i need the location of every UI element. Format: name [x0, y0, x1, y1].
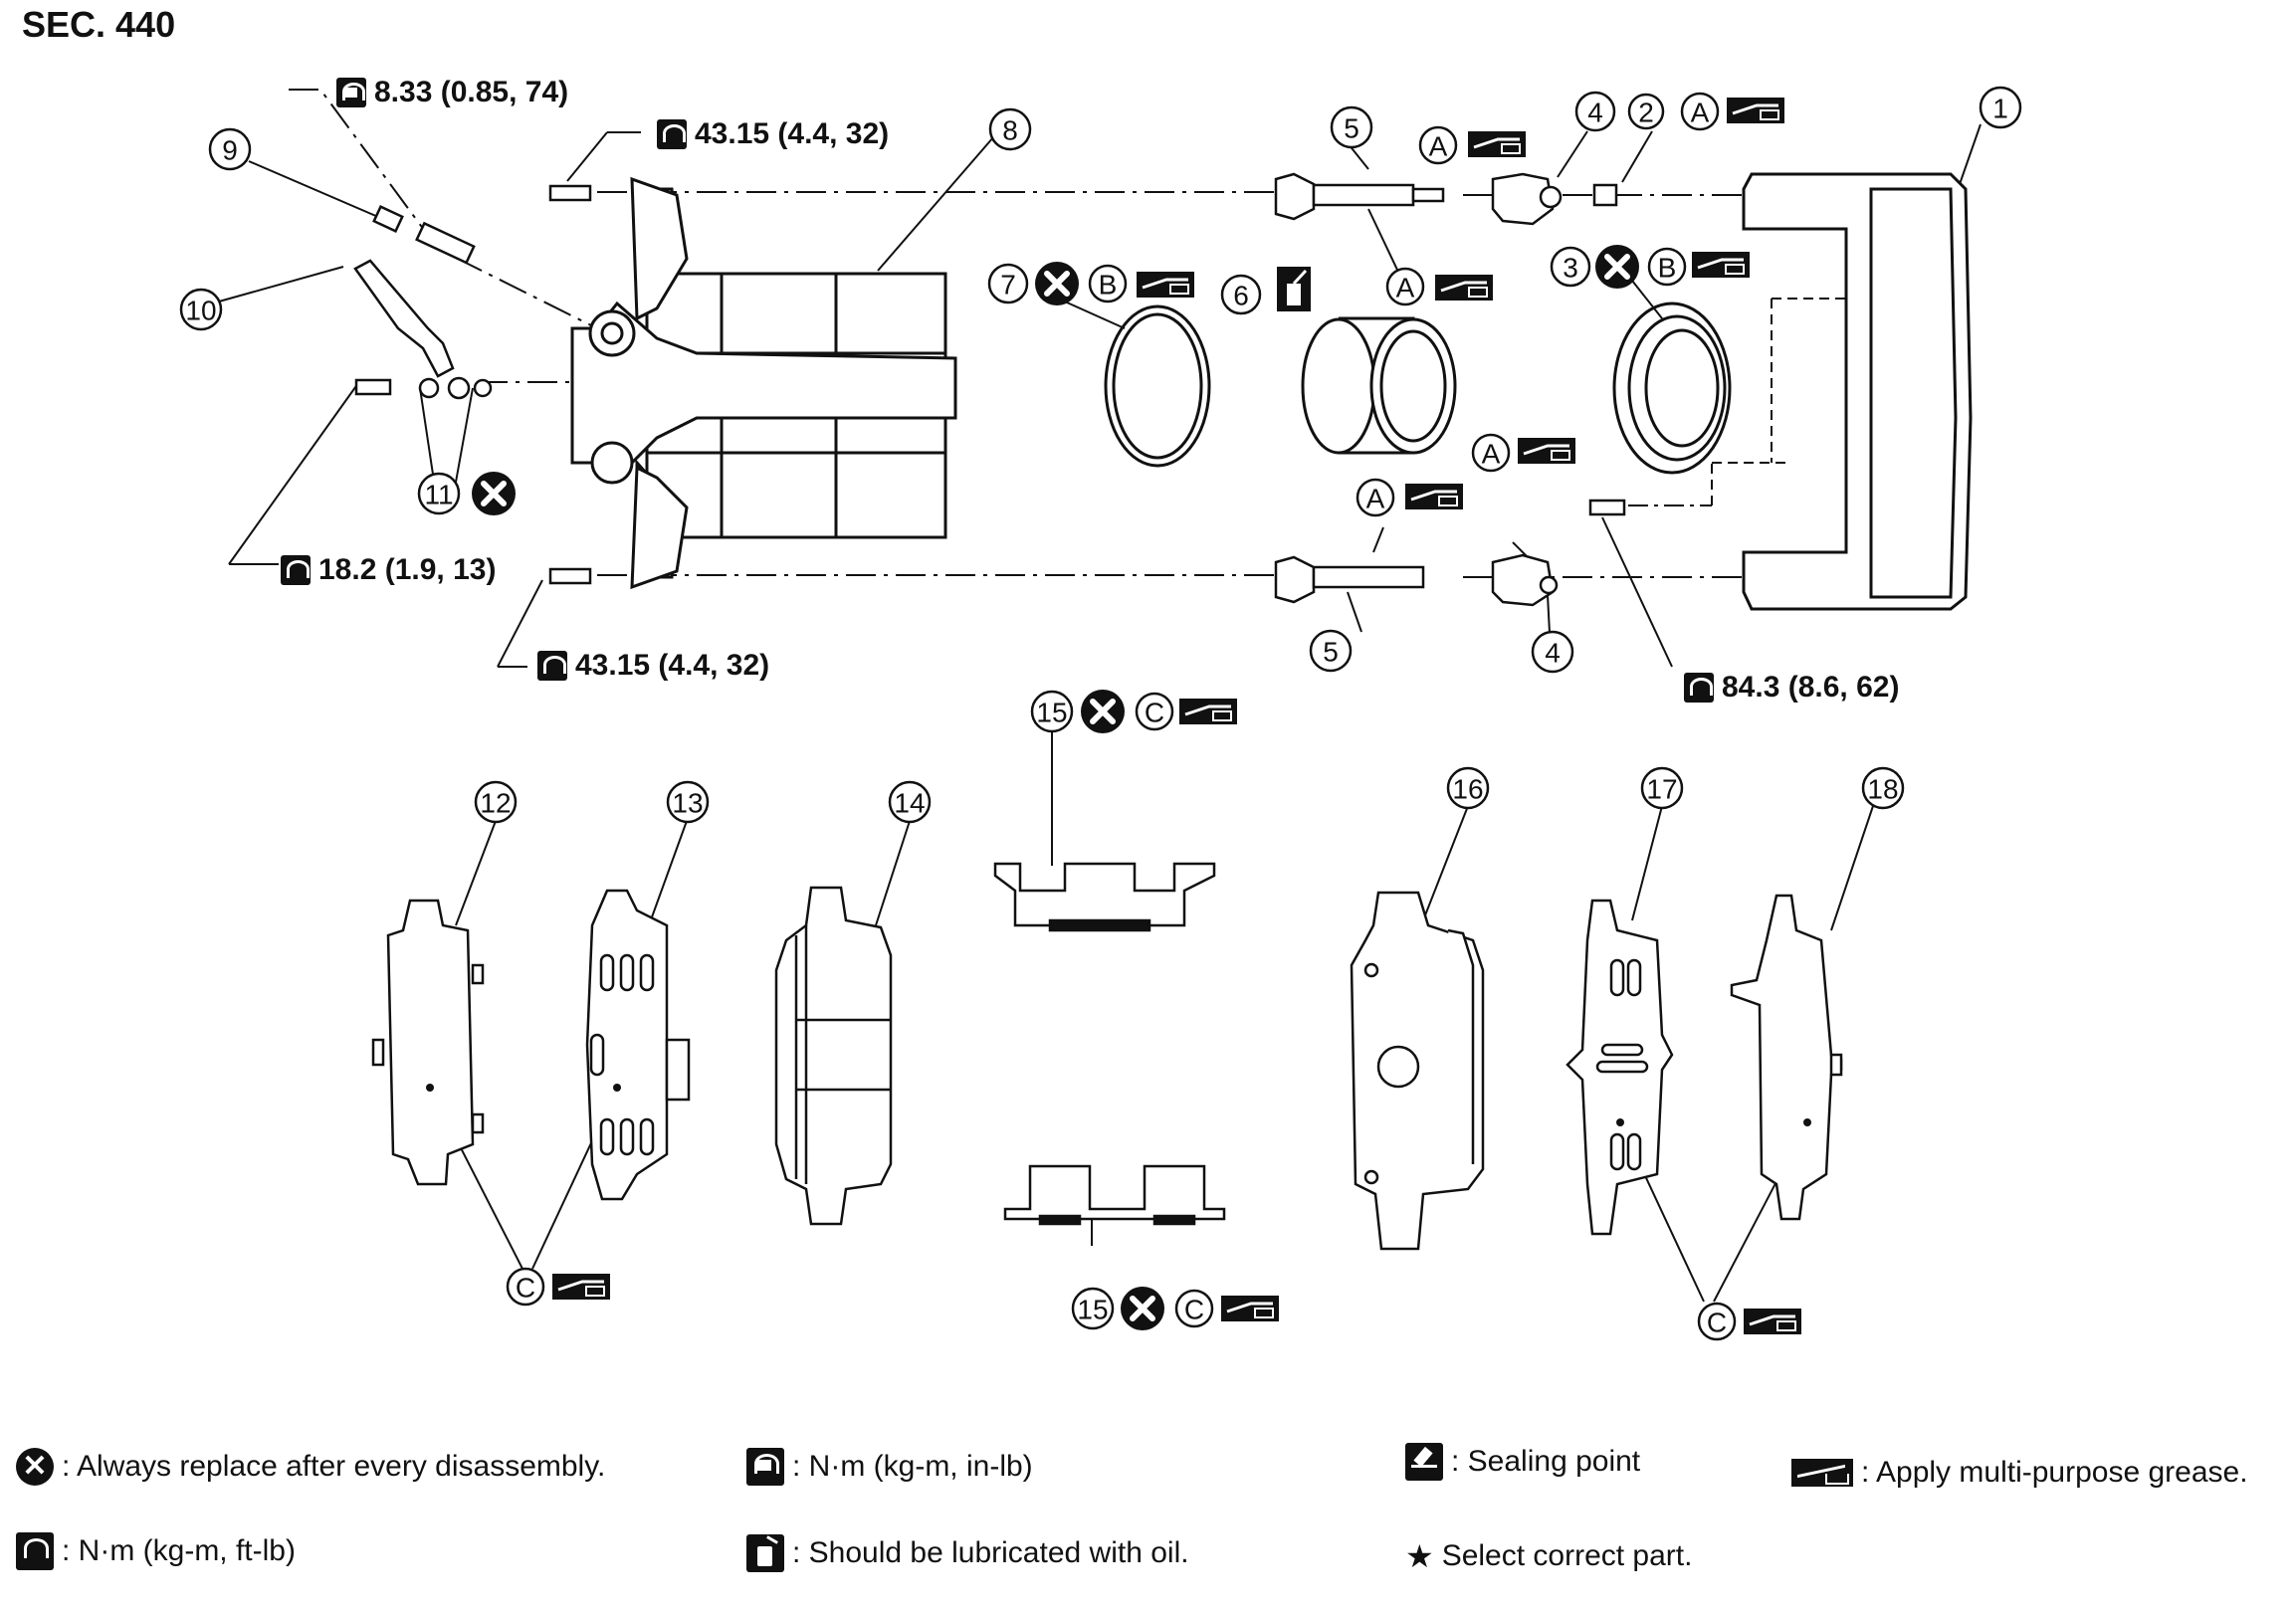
- grease-icon: [1690, 250, 1752, 280]
- callout-13: 13: [672, 788, 703, 819]
- grease-icon: [1177, 697, 1239, 726]
- torque-wrench-ftlb-icon: [281, 555, 311, 585]
- grease-icon: [1219, 1294, 1281, 1323]
- callout-2: 2: [1638, 98, 1654, 128]
- letter-a: A: [1482, 439, 1501, 470]
- callout-15-bottom: 15: [1077, 1295, 1108, 1325]
- torque-label-2: 43.15 (4.4, 32): [657, 117, 889, 151]
- torque-wrench-ftlb-icon: [16, 1532, 54, 1570]
- x-circle-icon: [1121, 1287, 1164, 1330]
- callout-7: 7: [1000, 270, 1016, 301]
- torque-wrench-ftlb-icon: [537, 651, 567, 681]
- sealing-icon: [1405, 1443, 1443, 1481]
- torque-wrench-ftlb-icon: [1684, 673, 1714, 703]
- torque-wrench-ftlb-icon: [657, 119, 687, 149]
- callout-11: 11: [424, 480, 453, 510]
- section-title: SEC. 440: [22, 4, 176, 45]
- letter-c: C: [516, 1273, 535, 1304]
- legend-sealing: : Sealing point: [1405, 1443, 1640, 1481]
- callout-4-top: 4: [1587, 98, 1603, 128]
- letter-a: A: [1429, 131, 1448, 162]
- letter-a: A: [1366, 484, 1385, 514]
- torque-label-5: 84.3 (8.6, 62): [1684, 671, 1899, 705]
- callout-15-top: 15: [1036, 698, 1067, 728]
- callout-1: 1: [1992, 94, 2008, 124]
- letter-a: A: [1396, 273, 1415, 303]
- callout-3: 3: [1563, 253, 1578, 284]
- grease-icon: [1433, 273, 1495, 302]
- x-circle-icon: ✕: [16, 1448, 54, 1486]
- callout-9: 9: [222, 135, 238, 166]
- x-circle-icon: [472, 472, 516, 515]
- callout-10: 10: [185, 296, 216, 326]
- grease-icon: [1742, 1307, 1803, 1336]
- callout-16: 16: [1452, 774, 1483, 805]
- x-circle-icon: [1595, 245, 1639, 289]
- grease-icon: [550, 1272, 612, 1302]
- legend-oil: : Should be lubricated with oil.: [746, 1534, 1189, 1572]
- letter-c: C: [1707, 1308, 1727, 1338]
- letter-c: C: [1184, 1295, 1204, 1325]
- torque-label-1: 8.33 (0.85, 74): [336, 76, 568, 109]
- torque-label-3: 18.2 (1.9, 13): [281, 553, 496, 587]
- callout-14: 14: [894, 788, 925, 819]
- torque-wrench-inlb-icon: [746, 1448, 784, 1486]
- x-circle-icon: [1081, 690, 1125, 733]
- grease-icon: [1516, 436, 1577, 466]
- grease-icon: [1466, 129, 1528, 159]
- callout-18: 18: [1867, 774, 1898, 805]
- legend-nm-inlb: : N·m (kg-m, in-lb): [746, 1448, 1033, 1486]
- x-circle-icon: [1035, 262, 1079, 305]
- grease-icon: [1403, 482, 1465, 511]
- callout-17: 17: [1646, 774, 1677, 805]
- oil-can-icon: [1277, 267, 1311, 311]
- callout-8: 8: [1002, 115, 1018, 146]
- callout-5-top: 5: [1344, 113, 1359, 144]
- grease-icon: [1135, 270, 1196, 300]
- oil-can-icon: [746, 1534, 784, 1572]
- callout-12: 12: [480, 788, 511, 819]
- letter-c: C: [1145, 698, 1164, 728]
- grease-icon: [1791, 1459, 1853, 1487]
- star-icon: ★: [1405, 1538, 1434, 1574]
- letter-b: B: [1099, 270, 1118, 301]
- callout-4-bottom: 4: [1545, 638, 1561, 669]
- letter-b: B: [1658, 253, 1677, 284]
- callout-6: 6: [1233, 281, 1249, 311]
- legend-replace: ✕ : Always replace after every disassemb…: [16, 1448, 605, 1486]
- caliper-body-part-8: [570, 176, 957, 590]
- callout-5-bottom: 5: [1323, 637, 1339, 668]
- legend-select: ★ Select correct part.: [1405, 1538, 1693, 1574]
- grease-icon: [1725, 96, 1786, 125]
- legend-grease: : Apply multi-purpose grease.: [1791, 1456, 2248, 1490]
- torque-wrench-inlb-icon: [336, 78, 366, 107]
- torque-label-4: 43.15 (4.4, 32): [537, 649, 769, 683]
- letter-a: A: [1691, 98, 1710, 128]
- legend-nm-ftlb: : N·m (kg-m, ft-lb): [16, 1532, 296, 1570]
- callout-group: [179, 86, 2022, 1330]
